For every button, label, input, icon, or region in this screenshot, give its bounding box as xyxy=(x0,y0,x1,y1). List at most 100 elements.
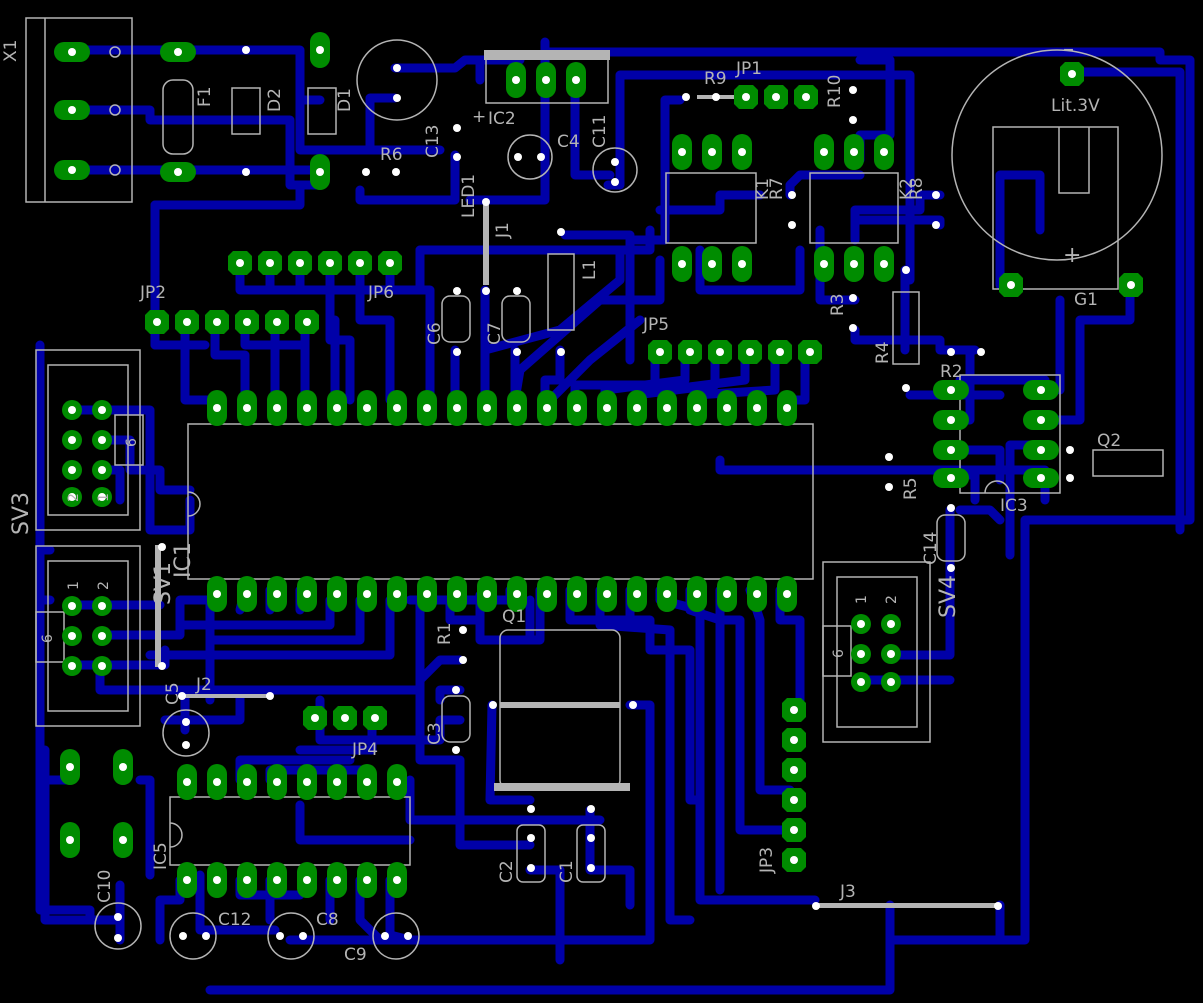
label-r2: R2 xyxy=(940,362,963,382)
pad-drill xyxy=(1066,474,1074,482)
pad-drill xyxy=(603,590,611,598)
label-sv3-pin1: 1 xyxy=(96,493,112,502)
x1-screw xyxy=(109,164,121,176)
pad-drill xyxy=(678,260,686,268)
label-jp4: JP4 xyxy=(351,740,378,760)
pad-drill xyxy=(423,590,431,598)
label-f1: F1 xyxy=(195,86,215,107)
pad-drill xyxy=(213,590,221,598)
ic5-outline xyxy=(169,796,411,866)
pad-drill xyxy=(947,386,955,394)
pad-drill xyxy=(753,404,761,412)
pad-drill xyxy=(557,348,565,356)
pad-drill xyxy=(98,632,106,640)
pad-drill xyxy=(587,805,595,813)
pad-drill xyxy=(341,714,349,722)
pad-drill xyxy=(790,766,798,774)
pad-drill xyxy=(802,93,810,101)
pad-drill xyxy=(453,404,461,412)
label-battery-plus: + xyxy=(1063,243,1081,268)
pad-drill xyxy=(783,590,791,598)
pad-drill xyxy=(98,493,106,501)
pad-drill xyxy=(483,590,491,598)
pad-drill xyxy=(303,404,311,412)
pad-drill xyxy=(213,318,221,326)
label-r5: R5 xyxy=(901,477,921,500)
label-j2: J2 xyxy=(195,675,212,695)
pad-drill xyxy=(738,260,746,268)
c11-outline xyxy=(592,147,638,193)
pad-drill xyxy=(242,168,250,176)
label-c10: C10 xyxy=(95,869,115,903)
pad-drill xyxy=(708,148,716,156)
pad-drill xyxy=(880,260,888,268)
pad-drill xyxy=(393,778,401,786)
pad-drill xyxy=(790,736,798,744)
pad-drill xyxy=(303,876,311,884)
label-r9: R9 xyxy=(704,69,727,89)
pad-drill xyxy=(174,168,182,176)
pad-drill xyxy=(932,191,940,199)
pad-drill xyxy=(276,932,284,940)
pad-drill xyxy=(573,404,581,412)
pad-drill xyxy=(947,348,955,356)
label-battery-minus: – xyxy=(1063,37,1074,62)
label-ic5: IC5 xyxy=(151,842,171,870)
pad-drill xyxy=(68,406,76,414)
label-r10: R10 xyxy=(825,75,845,108)
pad-drill xyxy=(363,778,371,786)
pad-drill xyxy=(182,718,190,726)
k2-outline xyxy=(809,172,899,244)
label-j3: J3 xyxy=(839,882,856,902)
pad-drill xyxy=(857,678,865,686)
sv3-outline xyxy=(35,349,141,531)
pad-drill xyxy=(356,259,364,267)
label-c4: C4 xyxy=(557,132,580,152)
label-q2: Q2 xyxy=(1097,431,1121,451)
pad-drill xyxy=(98,436,106,444)
pad-drill xyxy=(663,590,671,598)
pad-drill xyxy=(738,148,746,156)
pad-drill xyxy=(716,348,724,356)
pad-drill xyxy=(806,348,814,356)
label-sv1-pin6: 6 xyxy=(40,634,56,643)
label-r8: R8 xyxy=(907,177,927,200)
pad-drill xyxy=(885,483,893,491)
pad-drill xyxy=(333,404,341,412)
pad-drill xyxy=(849,116,857,124)
pad-drill xyxy=(182,741,190,749)
pad-drill xyxy=(266,259,274,267)
label-sv1: SV1 xyxy=(151,562,176,605)
pad-drill xyxy=(68,602,76,610)
pad-drill xyxy=(611,178,619,186)
pad-drill xyxy=(557,228,565,236)
battery-outline xyxy=(951,49,1163,261)
pads xyxy=(54,32,1143,942)
pad-drill xyxy=(857,620,865,628)
pad-drill xyxy=(723,404,731,412)
pad-drill xyxy=(850,148,858,156)
label-ic3: IC3 xyxy=(1000,496,1028,516)
label-d1: D1 xyxy=(335,88,355,112)
label-j1: J1 xyxy=(493,222,513,239)
c10-outline xyxy=(94,902,142,950)
label-c5: C5 xyxy=(163,682,183,705)
ic1-outline xyxy=(187,423,814,580)
label-sv4-pin6: 6 xyxy=(831,649,847,658)
pad-drill xyxy=(527,834,535,842)
pad-drill xyxy=(656,348,664,356)
battery-clip xyxy=(992,126,1119,290)
pad-drill xyxy=(68,436,76,444)
label-c8: C8 xyxy=(316,910,339,930)
pad-drill xyxy=(849,294,857,302)
label-k2: K2 xyxy=(897,178,917,200)
x1-screw xyxy=(109,104,121,116)
d2-outline xyxy=(231,87,261,135)
pad-drill xyxy=(119,836,127,844)
pad-drill xyxy=(977,348,985,356)
pad-drill xyxy=(303,778,311,786)
pad-drill xyxy=(776,348,784,356)
c14-outline xyxy=(936,514,966,562)
pad-drill xyxy=(273,876,281,884)
